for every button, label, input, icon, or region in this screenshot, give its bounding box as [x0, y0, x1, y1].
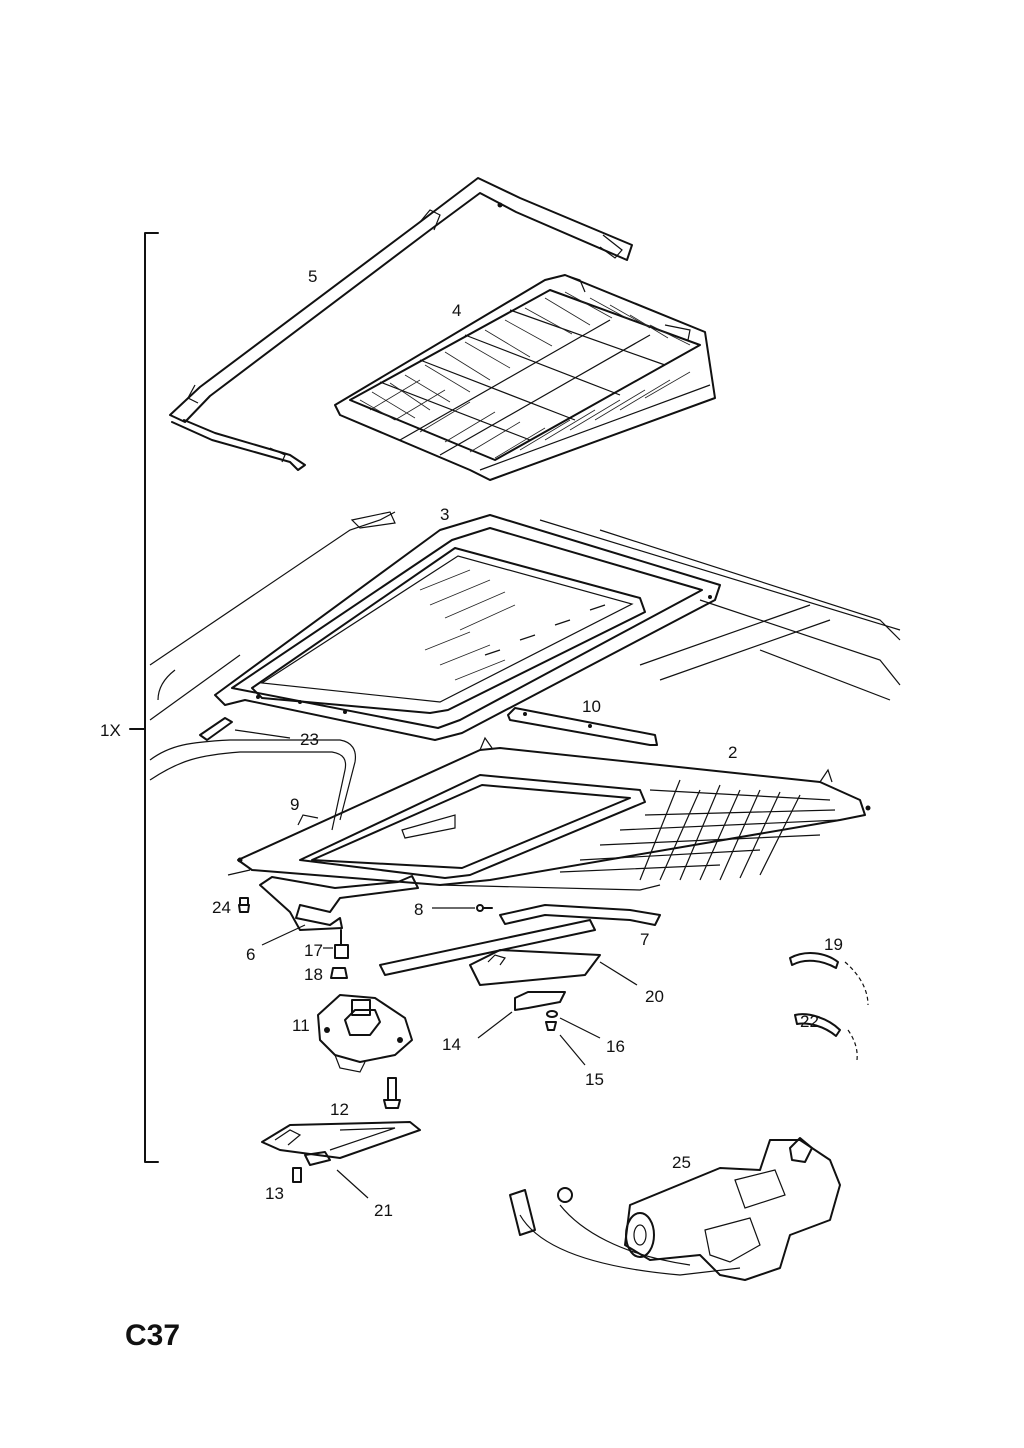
callout-labels: 5 4 3 10 1X 23 2 9 24 8 7 19 6 17 18 20 …: [100, 267, 843, 1352]
callout-14: 14: [442, 1035, 461, 1054]
part-5-frame: [169, 177, 633, 471]
callout-15: 15: [585, 1070, 604, 1089]
callout-23: 23: [300, 730, 319, 749]
part-24-screw: [238, 897, 250, 913]
part-18-nut: [330, 967, 348, 979]
callout-8: 8: [414, 900, 423, 919]
callout-4: 4: [452, 301, 461, 320]
part-21-clip: [304, 1151, 369, 1199]
part-22-clip: [794, 1013, 858, 1061]
part-23-piece: [199, 717, 291, 741]
callout-18: 18: [304, 965, 323, 984]
part-10-strip: [507, 707, 658, 746]
part-12-plate: [261, 1121, 421, 1159]
part-6-bracket: [259, 875, 419, 946]
callout-7: 7: [640, 930, 649, 949]
assembly-bracket: [129, 232, 159, 1163]
part-2-frame-assembly: [227, 736, 871, 891]
part-4-lattice-panel: [334, 274, 716, 481]
callout-24: 24: [212, 898, 231, 917]
roof-body-outline: [149, 511, 901, 831]
part-7-strip: [499, 904, 661, 926]
part-17-mount: [323, 929, 349, 959]
gear-unit-screw: [383, 1077, 401, 1109]
callout-10: 10: [582, 697, 601, 716]
callout-21: 21: [374, 1201, 393, 1220]
part-11-gear-unit: [317, 994, 413, 1073]
part-9-clip: [297, 814, 319, 826]
part-19-clip: [789, 952, 869, 1006]
callout-17: 17: [304, 941, 323, 960]
callout-9: 9: [290, 795, 299, 814]
part-20-cover: [379, 919, 638, 986]
part-3-glass-panel: [214, 514, 721, 741]
callout-19: 19: [824, 935, 843, 954]
callout-11: 11: [292, 1016, 310, 1035]
bracket-label-1x: 1X: [100, 721, 121, 740]
callout-5: 5: [308, 267, 317, 286]
callout-6: 6: [246, 945, 255, 964]
callout-13: 13: [265, 1184, 284, 1203]
part-25-motor: [509, 1137, 841, 1281]
callout-2: 2: [728, 743, 737, 762]
callout-3: 3: [440, 505, 449, 524]
part-15-screw: [545, 1021, 586, 1066]
page-code: C37: [125, 1319, 180, 1352]
part-8-screw: [432, 904, 493, 912]
callout-25: 25: [672, 1153, 691, 1172]
part-13-screw: [292, 1167, 302, 1183]
callout-16: 16: [606, 1037, 625, 1056]
callout-20: 20: [645, 987, 664, 1006]
part-14-bracket: [477, 991, 566, 1039]
part-16-washer: [546, 1010, 601, 1039]
callout-22: 22: [800, 1012, 819, 1031]
callout-12: 12: [330, 1100, 349, 1119]
